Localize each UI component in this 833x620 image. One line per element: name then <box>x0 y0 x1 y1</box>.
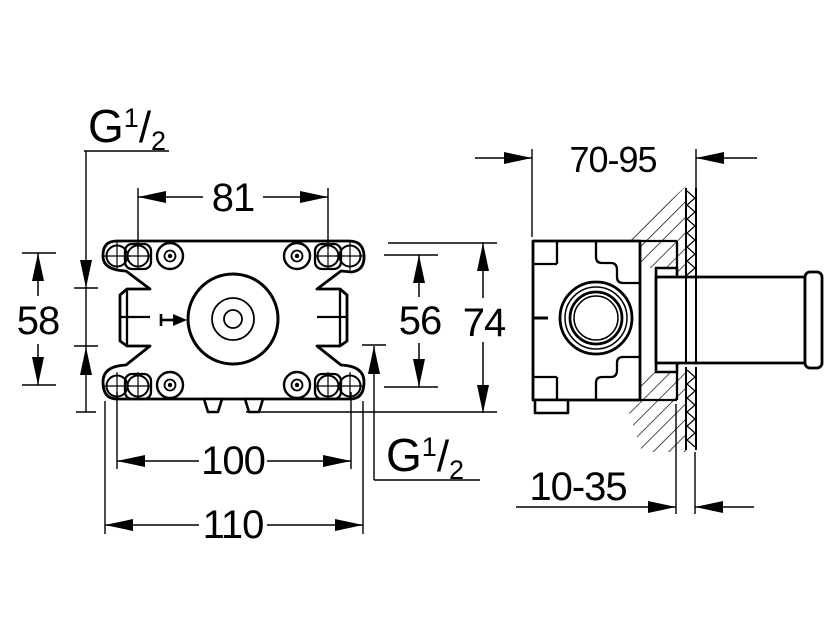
dim-74: 74 <box>246 242 507 413</box>
mounting-foot <box>243 397 265 414</box>
thread-callout-bottom: G1/2 <box>362 344 480 485</box>
dim-74-label: 74 <box>463 301 506 345</box>
mounting-foot <box>202 397 224 414</box>
cartridge-circle <box>186 272 280 366</box>
screw-boss <box>282 370 312 400</box>
dim-56: 56 <box>384 254 442 388</box>
screw-boss <box>155 370 185 400</box>
mounting-hole <box>336 372 364 400</box>
flow-direction-icon <box>159 314 187 326</box>
housing-end-cap <box>803 270 824 370</box>
thread-label-bottom: G1/2 <box>386 429 464 485</box>
mounting-hole <box>124 372 152 400</box>
tile-layer-upper <box>685 188 697 277</box>
front-view-dimensions: 81 58 56 <box>17 100 507 547</box>
side-view <box>531 186 824 452</box>
front-view <box>101 239 366 414</box>
dim-110-label: 110 <box>203 503 264 547</box>
side-view-dimensions: 70-95 10-35 <box>475 139 757 514</box>
thread-callout-top: G1/2 <box>74 100 169 413</box>
dim-100: 100 <box>116 392 352 483</box>
mounting-hole <box>336 242 364 270</box>
dim-10-35-label: 10-35 <box>529 465 626 509</box>
screw-boss <box>155 241 185 271</box>
screw-bosses <box>155 241 312 400</box>
dim-58: 58 <box>17 252 60 386</box>
dim-70-95-label: 70-95 <box>569 139 656 180</box>
thread-label-top: G1/2 <box>88 100 166 156</box>
dim-58-label: 58 <box>17 299 60 343</box>
dim-70-95: 70-95 <box>475 139 757 237</box>
inlet-connector-right <box>317 290 347 345</box>
dim-100-label: 100 <box>201 439 265 483</box>
dim-56-label: 56 <box>399 299 442 343</box>
tile-layer-lower <box>685 367 697 450</box>
rough-in-box-details <box>533 241 640 400</box>
dim-81: 81 <box>137 176 329 249</box>
dim-10-35: 10-35 <box>516 404 754 514</box>
screw-boss <box>282 241 312 271</box>
dim-81-label: 81 <box>212 176 255 220</box>
box-foot <box>533 398 570 415</box>
side-cartridge-circle <box>558 280 634 356</box>
protrusion-housing <box>654 275 807 365</box>
inlet-connector-left <box>120 290 150 345</box>
mounting-holes <box>103 242 364 400</box>
dim-110: 110 <box>104 401 364 547</box>
